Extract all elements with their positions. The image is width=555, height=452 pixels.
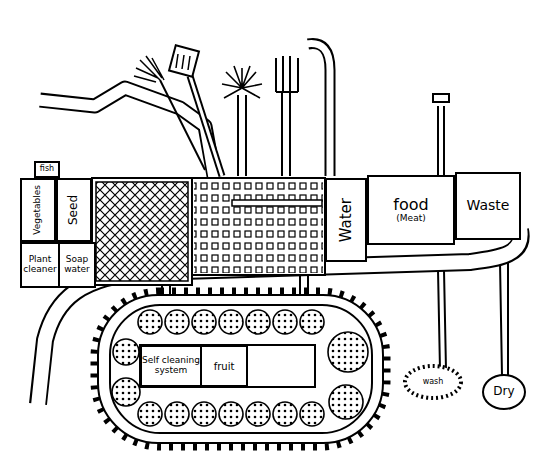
dry-unit: Dry <box>482 374 526 410</box>
node-label: Waste <box>467 198 510 213</box>
node-label: Vegetables <box>33 185 43 235</box>
bay-compartment: Self cleaning system <box>140 345 202 387</box>
tag-box: fish <box>34 161 60 178</box>
node-label: Seed <box>67 195 80 225</box>
node-label: food <box>393 196 428 214</box>
compartment: Water <box>325 178 367 262</box>
grid-panel <box>194 180 323 273</box>
node-label: Self cleaning system <box>142 356 200 376</box>
compartment: food(Meat) <box>367 175 455 245</box>
track <box>98 295 383 443</box>
node-label: Water <box>338 198 355 242</box>
track-cleats <box>94 291 387 447</box>
pole-cap <box>433 94 449 102</box>
compartment: Plant cleaner <box>20 242 60 288</box>
wash-unit: wash <box>410 370 456 394</box>
node-label: Dry <box>493 385 514 398</box>
brush <box>134 56 164 82</box>
crosshatch-panel <box>96 182 188 281</box>
wheels <box>112 310 368 426</box>
bay <box>140 345 315 387</box>
node-label: fish <box>40 165 54 174</box>
node-label: Soap water <box>60 255 94 275</box>
node-label: Plant cleaner <box>22 255 58 275</box>
round-brush <box>222 66 262 98</box>
fork <box>276 56 298 92</box>
compartment: Waste <box>455 172 521 240</box>
node-label: (Meat) <box>396 214 425 224</box>
wash-fuzz <box>405 366 461 398</box>
node-label: wash <box>423 378 444 387</box>
bay-compartment: fruit <box>200 345 248 387</box>
compartment: Soap water <box>58 242 96 288</box>
spatula <box>169 45 199 76</box>
node-label: fruit <box>214 361 235 372</box>
compartment: Vegetables <box>20 178 56 242</box>
compartment: Seed <box>56 178 92 242</box>
